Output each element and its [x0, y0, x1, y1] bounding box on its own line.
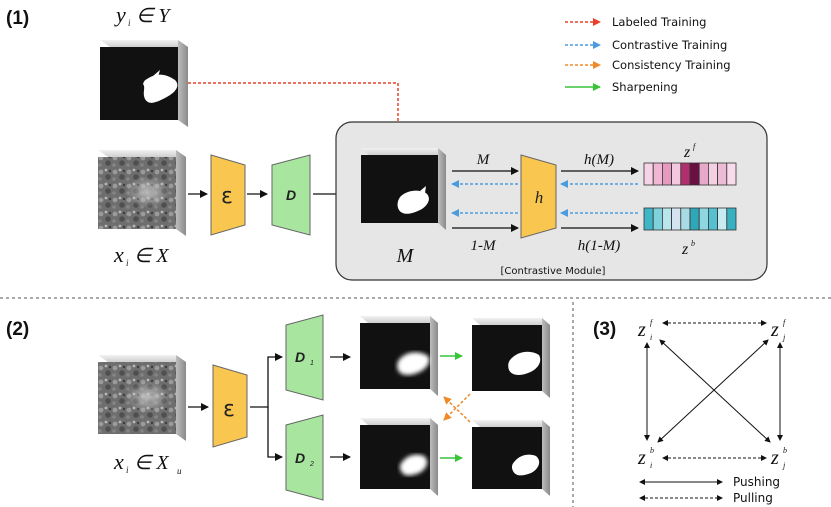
legend-sharpening-text: Sharpening	[612, 80, 678, 94]
zf-cell	[726, 162, 737, 186]
zb-cell	[662, 207, 673, 231]
mask-cube-m	[361, 148, 446, 230]
consistency-arrow-bottom-to-top	[443, 396, 471, 423]
consistency-arrow-top-to-bottom	[443, 393, 471, 421]
decoder-d2-label: D	[295, 450, 305, 466]
ct-input-cube-2	[98, 355, 186, 441]
soft-prediction-cube-d1	[360, 316, 438, 396]
svg-text:b: b	[783, 446, 787, 455]
input-xu-subscript: i	[126, 465, 129, 475]
zb-cell	[671, 207, 682, 231]
legend-contrastive-text: Contrastive Training	[612, 38, 727, 52]
sharp-mask-cube-d1	[472, 318, 550, 398]
zf-superscript: f	[693, 142, 697, 151]
projection-head-label: h	[535, 188, 544, 207]
legend-labeled-text: Labeled Training	[612, 15, 706, 29]
section-label-2: (2)	[6, 319, 29, 340]
svg-text:z: z	[637, 319, 646, 341]
feature-vector-zb	[643, 207, 737, 231]
zf-cell	[717, 162, 728, 186]
zf-symbol: z	[683, 144, 691, 161]
zb-superscript: b	[691, 239, 695, 248]
svg-text:b: b	[650, 446, 654, 455]
legend: Labeled Training Contrastive Training Co…	[565, 15, 731, 94]
edge-label-1m: 1-M	[471, 238, 497, 254]
arrow-encoder-to-d2	[267, 407, 283, 461]
node-zb-j: z b j	[770, 446, 787, 470]
mask-label-m: M	[396, 245, 415, 267]
input-x-symbol: x	[113, 242, 124, 267]
svg-text:z: z	[770, 447, 779, 469]
zb-cell	[726, 207, 737, 231]
zf-cell	[689, 162, 700, 186]
decoder-d2-subscript: 2	[309, 461, 314, 468]
contrastive-graph: z f i z f j z b i z b j Pushing Pull	[637, 318, 787, 505]
legend-consistency-text: Consistency Training	[612, 58, 731, 72]
zf-cell	[652, 162, 663, 186]
section-label-1: (1)	[6, 8, 29, 29]
svg-text:z: z	[770, 319, 779, 341]
arrow-encoder-to-d1	[250, 353, 283, 408]
section-label-3: (3)	[593, 319, 616, 340]
zb-cell	[689, 207, 700, 231]
zb-cell	[680, 207, 691, 231]
encoder-label-1: ε	[221, 184, 233, 209]
contrastive-module-title: [Contrastive Module]	[501, 266, 606, 277]
zf-cell	[708, 162, 719, 186]
input-xu-set: ∈ X	[134, 452, 169, 474]
node-zb-i: z b i	[637, 446, 654, 470]
pulling-legend-text: Pulling	[733, 491, 773, 505]
svg-text:i: i	[650, 333, 652, 342]
encoder-block-2: ε	[212, 364, 248, 448]
node-zf-j: z f j	[770, 318, 787, 342]
encoder-label-2: ε	[223, 397, 235, 422]
soft-prediction-cube-d2	[360, 418, 438, 496]
label-mask-cube	[100, 40, 188, 127]
feature-vector-zf	[643, 162, 737, 186]
edge-label-h1m: h(1-M)	[578, 238, 620, 254]
projection-head-h: h	[520, 154, 557, 239]
encoder-block-1: ε	[210, 154, 246, 236]
input-xu-set-subscript: u	[177, 466, 182, 476]
label-y-subscript: i	[128, 18, 131, 28]
node-zf-i: z f i	[637, 318, 654, 342]
push-edge-zf-i-zb-j	[659, 339, 771, 443]
input-xu-symbol: x	[113, 449, 124, 474]
svg-text:i: i	[650, 461, 652, 470]
decoder-d1-subscript: 1	[310, 360, 314, 367]
push-edge-zf-j-zb-i	[657, 339, 769, 443]
label-y-symbol: y	[114, 2, 126, 27]
zf-cell	[662, 162, 673, 186]
decoder-label-1: D	[286, 187, 296, 203]
zf-cell	[680, 162, 691, 186]
zb-cell	[652, 207, 663, 231]
input-x-set: ∈ X	[134, 245, 169, 267]
sharp-mask-cube-d2	[472, 420, 550, 496]
svg-text:j: j	[782, 333, 786, 342]
svg-text:z: z	[637, 447, 646, 469]
label-y-set: ∈ Y	[136, 5, 171, 27]
decoder-d1-label: D	[295, 349, 305, 365]
decoder-block-1: D	[271, 154, 311, 236]
decoder-block-d1: D 1	[285, 314, 324, 401]
zb-cell	[698, 207, 709, 231]
zf-cell	[643, 162, 654, 186]
zf-cell	[671, 162, 682, 186]
input-x-subscript: i	[126, 258, 129, 268]
zb-cell	[717, 207, 728, 231]
edge-label-hm: h(M)	[584, 152, 614, 168]
zb-cell	[708, 207, 719, 231]
ct-input-cube-1	[98, 150, 186, 236]
zb-cell	[643, 207, 654, 231]
pushing-legend-text: Pushing	[733, 475, 780, 489]
edge-label-m: M	[476, 152, 491, 168]
zb-symbol: z	[681, 241, 689, 258]
zf-cell	[698, 162, 709, 186]
svg-text:j: j	[782, 461, 786, 470]
svg-text:f: f	[783, 318, 787, 327]
svg-text:f: f	[650, 318, 654, 327]
decoder-block-d2: D 2	[285, 414, 324, 501]
